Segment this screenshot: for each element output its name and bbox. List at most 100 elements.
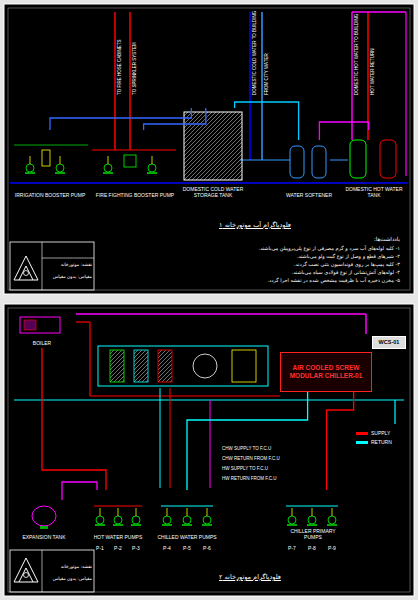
pump-symbols xyxy=(94,506,142,507)
sheet-frame xyxy=(4,304,414,596)
risers xyxy=(114,12,116,150)
boiler xyxy=(20,317,60,333)
riser-label: TO SPRINKLER SYSTEM xyxy=(132,42,137,95)
equipment-pipes xyxy=(10,182,408,184)
pump-set: IRRIGATION BOOSTER PUMP xyxy=(12,130,89,200)
equipment-label: DOMESTIC HOT WATER TANK xyxy=(343,186,405,198)
sheet-frame xyxy=(8,8,410,290)
header-pipes xyxy=(14,314,404,488)
title-block xyxy=(42,242,43,290)
equipment-pipes xyxy=(240,160,290,161)
air-handling-unit xyxy=(158,350,172,382)
pump-set: CHILLED WATER PUMPS xyxy=(154,490,220,542)
title-block-text: مقیاس: بدون مقیاس xyxy=(44,274,92,279)
pump-symbols xyxy=(327,508,337,526)
title-block-text: نقشه: موتورخانه xyxy=(44,564,92,569)
pump-tag: P-1 xyxy=(92,545,108,551)
pipe-connector xyxy=(144,108,206,130)
riser-label: TO FIRE HOSE CABINETS xyxy=(117,40,122,95)
legend-swatch xyxy=(356,432,368,435)
header-pipes xyxy=(160,388,161,488)
pump-symbols xyxy=(94,506,338,526)
air-handling-unit xyxy=(134,350,148,382)
equipment-pipes xyxy=(330,160,348,161)
pump-symbols xyxy=(307,508,317,526)
air-handling-unit xyxy=(193,354,217,378)
equipment-label: FIRE FIGHTING BOOSTER PUMP xyxy=(96,192,174,198)
note-text: ۲- شیرهای قطع و وصل از نوع گیت ولو می‌با… xyxy=(190,253,400,259)
sheet-frame xyxy=(8,308,410,592)
pump-symbols xyxy=(25,150,157,174)
pipe-connector xyxy=(187,392,308,490)
hot-water-tank: DOMESTIC HOT WATER TANK xyxy=(341,130,407,200)
pipe-connector xyxy=(235,102,299,140)
pump-set: FIRE FIGHTING BOOSTER PUMP xyxy=(92,130,178,200)
air-handling-unit xyxy=(98,346,268,386)
pump-symbols xyxy=(124,155,136,167)
title-block xyxy=(42,550,43,592)
equipment-label: IRRIGATION BOOSTER PUMP xyxy=(15,192,85,198)
equipment-label: CHILLER PRIMARY PUMPS xyxy=(281,528,345,540)
sheet-frame xyxy=(4,4,414,294)
header-pipes xyxy=(365,314,367,334)
pipe-label: HW RETURN FROM F.C.U xyxy=(222,476,277,481)
softener-vessels xyxy=(312,146,326,178)
equipment-label: WCS-01 xyxy=(379,339,400,346)
pipe-label: CHW RETURN FROM F.C.U xyxy=(222,456,280,461)
storage-tank: DOMESTIC COLD WATER STORAGE TANK xyxy=(177,108,249,200)
pump-symbols xyxy=(161,506,213,507)
pump-symbols xyxy=(131,508,141,526)
pipe-connector xyxy=(42,348,106,490)
expansion-tank: EXPANSION TANK xyxy=(14,500,74,542)
risers xyxy=(367,12,369,140)
expansion-tank xyxy=(40,526,48,529)
sheet-frame xyxy=(4,304,414,596)
title-block xyxy=(14,558,38,582)
equipment-pipes xyxy=(92,150,176,151)
note-text: ۵- مخزن ذخیره آب با ظرفیت مشخص شده در نق… xyxy=(190,277,400,283)
legend-entry: RETURN xyxy=(356,439,392,445)
legend-entry: SUPPLY xyxy=(356,430,390,436)
pipe-connector xyxy=(50,108,191,130)
pump-tag: P-4 xyxy=(159,545,175,551)
equipment-tag: WCS-01 xyxy=(372,336,406,349)
pump-tag: P-9 xyxy=(324,545,340,551)
header-pipes xyxy=(90,395,280,396)
pipe-connector xyxy=(319,122,368,140)
pump-set: CHILLER PRIMARY PUMPS xyxy=(279,490,347,542)
pipe-label: CHW SUPPLY TO F.C.U xyxy=(222,446,271,451)
pump-symbols xyxy=(287,508,297,526)
note-text: ۱- کلیه لوله‌های آب سرد و گرم مصرفی از ن… xyxy=(190,245,400,251)
legend-swatch xyxy=(356,441,368,444)
boiler xyxy=(20,317,60,333)
pump-symbols xyxy=(113,508,123,526)
header-pipes xyxy=(14,399,404,400)
pump-tag: P-3 xyxy=(128,545,144,551)
equipment-label: DOMESTIC COLD WATER STORAGE TANK xyxy=(179,186,247,198)
drawing-title: فلودیاگرام موتورخانه ۲ xyxy=(180,574,320,582)
riser-label: FROM CITY WATER xyxy=(264,53,269,95)
pump-symbols xyxy=(42,150,50,166)
pump-symbols xyxy=(202,508,212,526)
storage-tank xyxy=(184,112,242,180)
header-pipes xyxy=(170,388,171,488)
air-handling-unit xyxy=(110,350,124,382)
riser-label: HOT WATER RETURN xyxy=(370,49,375,95)
expansion-tank xyxy=(32,506,56,526)
air-handling-unit xyxy=(98,346,268,386)
note-text: ۴- لوله‌های آتش‌نشانی از نوع فولادی سیاه… xyxy=(190,269,400,275)
pump-tag: P-7 xyxy=(284,545,300,551)
softener-vessels xyxy=(290,146,304,178)
equipment-label: EXPANSION TANK xyxy=(22,534,65,540)
pump-symbols xyxy=(103,156,113,174)
legend-text: RETURN xyxy=(371,439,392,445)
title-block xyxy=(10,242,94,290)
notes-heading: یادداشت‌ها: xyxy=(190,236,400,243)
boiler xyxy=(24,320,36,330)
pump-tag: P-5 xyxy=(179,545,195,551)
boiler: BOILER xyxy=(14,314,70,348)
header-pipes xyxy=(394,400,395,424)
header-pipes xyxy=(210,400,211,488)
risers xyxy=(115,12,406,176)
pump-set: HOT WATER PUMPS xyxy=(88,490,148,542)
